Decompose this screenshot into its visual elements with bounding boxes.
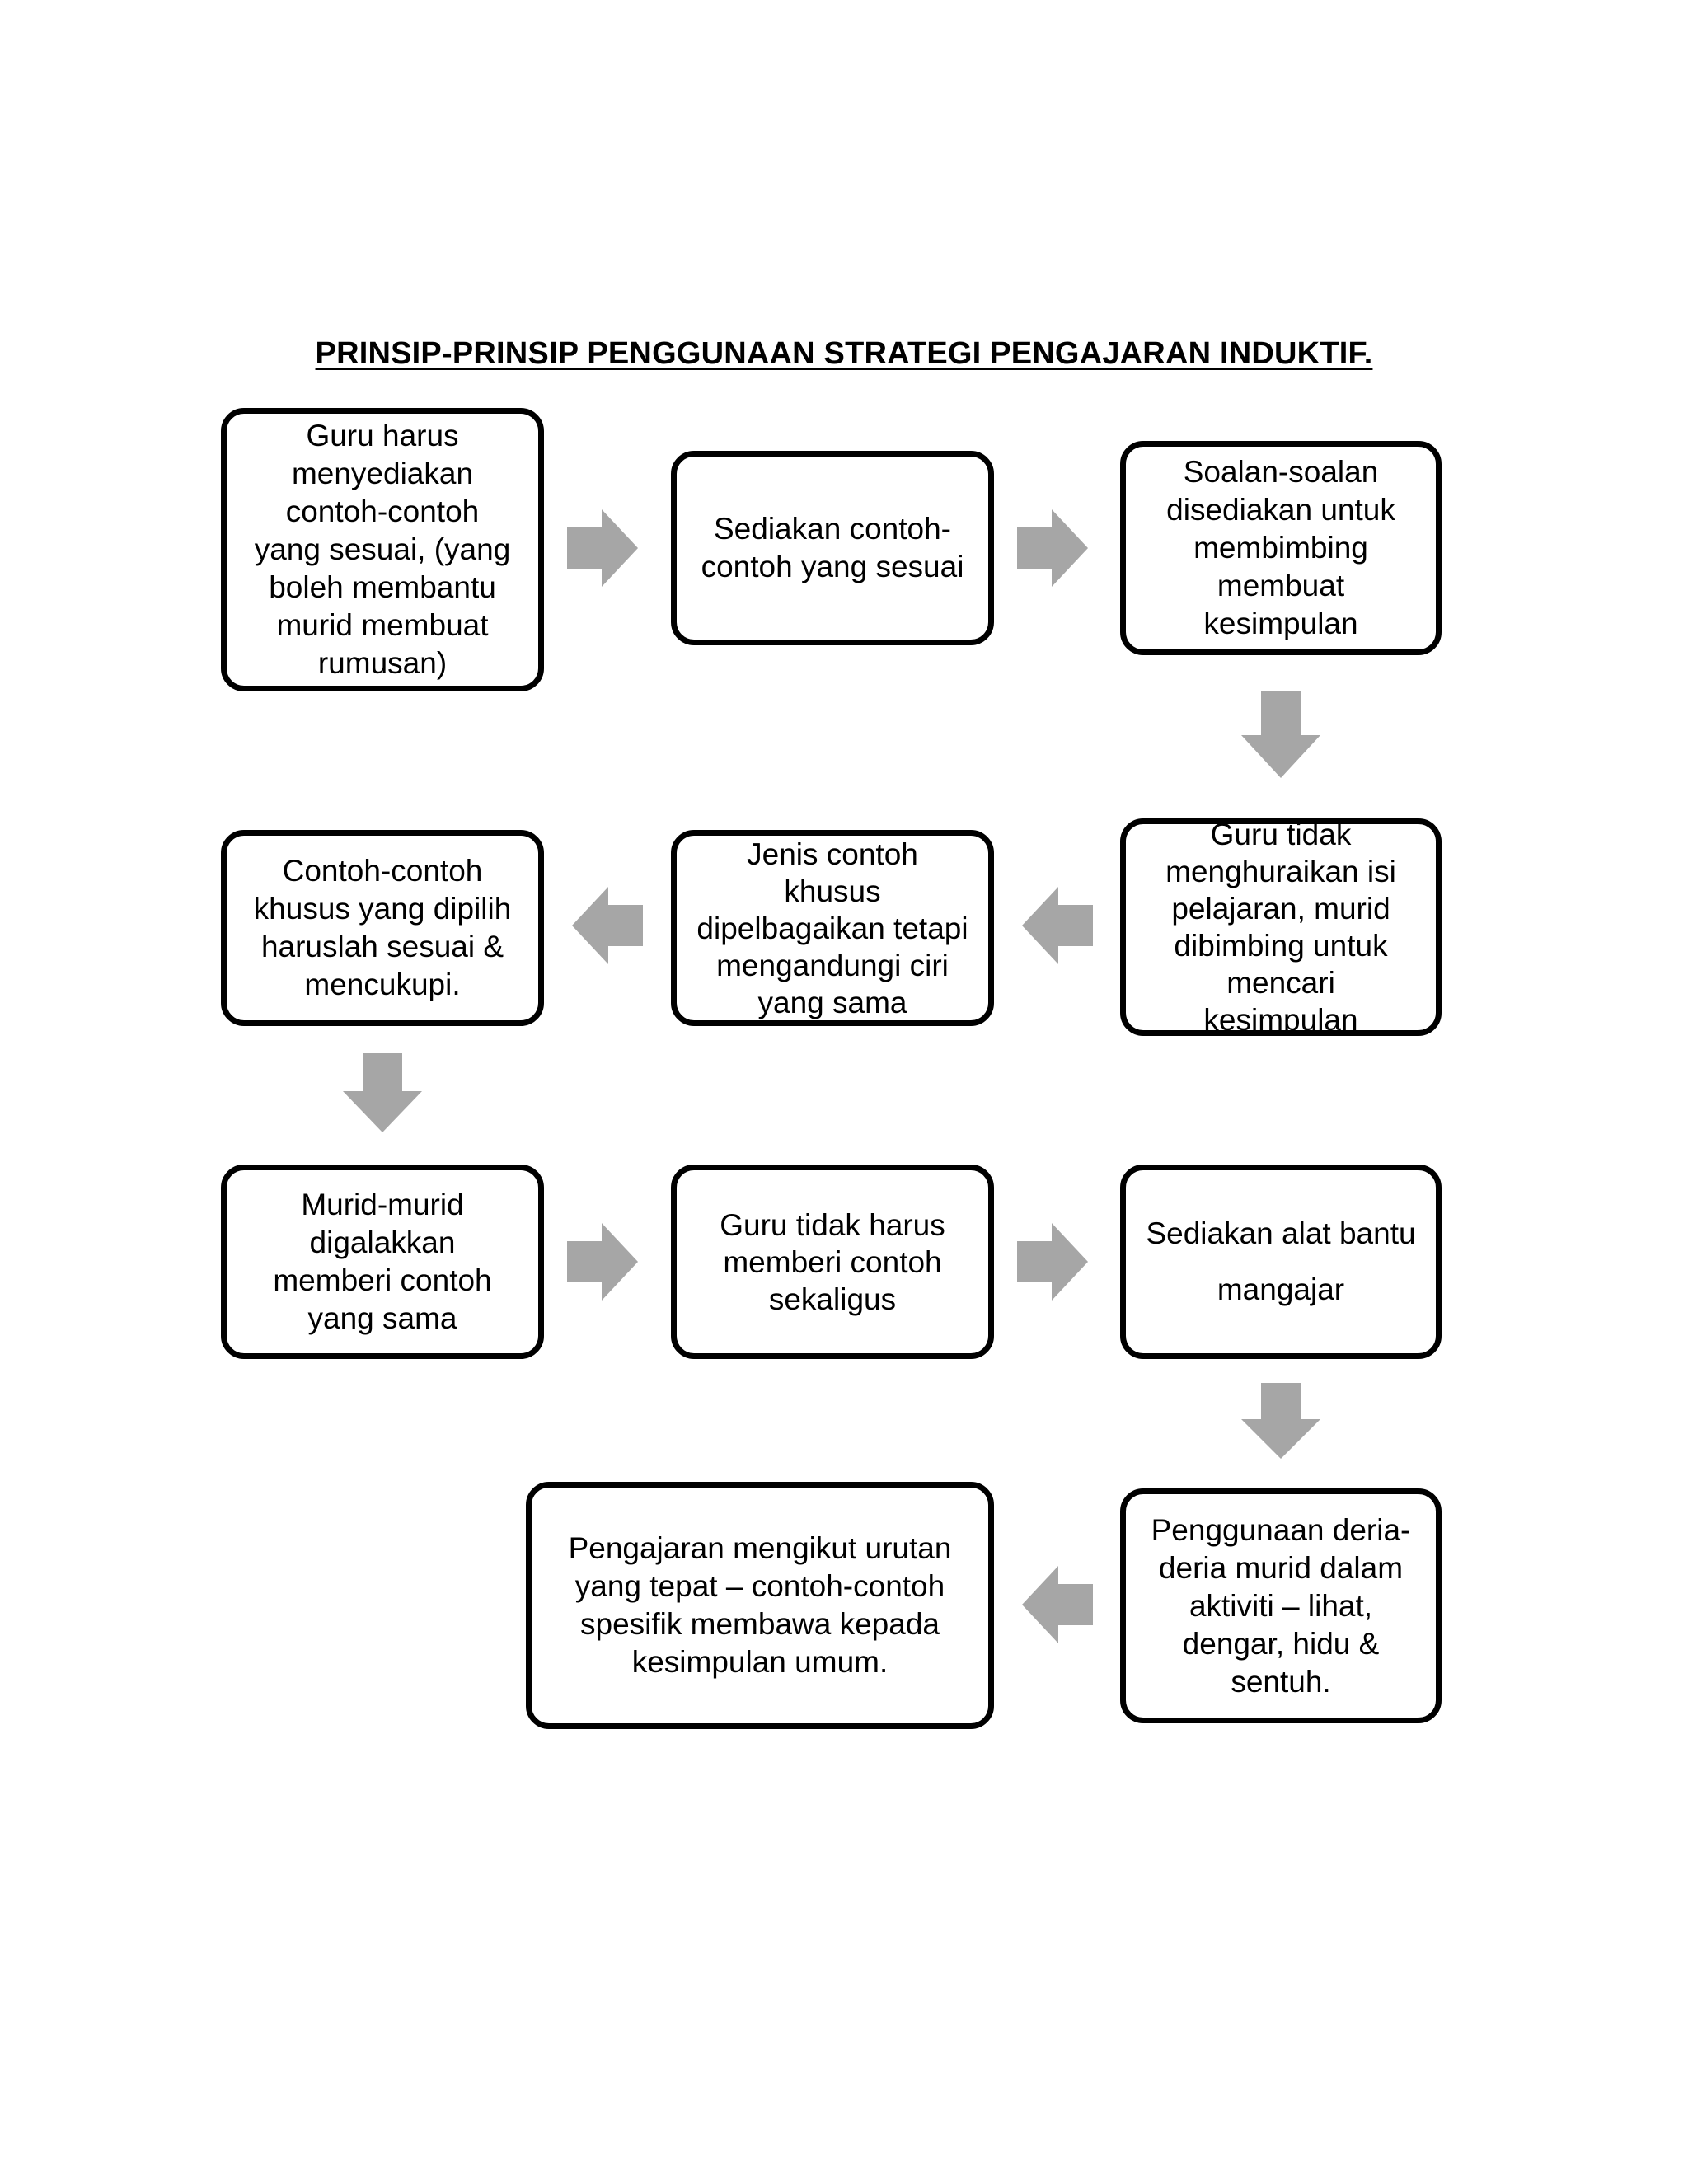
flow-box-3: Soalan-soalan disediakan untuk membimbin… xyxy=(1120,441,1442,655)
flow-box-1-text: Guru harus menyediakan contoh-contoh yan… xyxy=(254,419,511,680)
arrow-right-icon xyxy=(567,509,638,587)
arrow-right-icon xyxy=(567,1223,638,1301)
flow-box-4: Guru tidak menghuraikan isi pelajaran, m… xyxy=(1120,818,1442,1036)
flow-box-1: Guru harus menyediakan contoh-contoh yan… xyxy=(221,408,544,691)
flow-box-11: Pengajaran mengikut urutan yang tepat – … xyxy=(526,1482,994,1729)
flow-box-5: Jenis contoh khusus dipelbagaikan tetapi… xyxy=(671,830,994,1026)
flow-box-8-text: Guru tidak harus memberi contoh sekaligu… xyxy=(720,1207,945,1316)
arrow-right-icon xyxy=(1017,1223,1088,1301)
flow-box-9: Sediakan alat bantu mangajar xyxy=(1120,1165,1442,1359)
arrow-left-icon xyxy=(572,887,643,964)
flow-box-5-text: Jenis contoh khusus dipelbagaikan tetapi… xyxy=(696,837,968,1019)
flow-box-6: Contoh-contoh khusus yang dipilih harusl… xyxy=(221,830,544,1026)
flow-box-7-text: Murid-murid digalakkan memberi contoh ya… xyxy=(273,1188,492,1335)
flow-box-11-text: Pengajaran mengikut urutan yang tepat – … xyxy=(568,1531,952,1679)
arrow-left-icon xyxy=(1022,887,1093,964)
flow-box-9-text: Sediakan alat bantu mangajar xyxy=(1146,1216,1416,1306)
arrow-down-icon xyxy=(1241,1383,1320,1459)
flow-box-10-text: Penggunaan deria- deria murid dalam akti… xyxy=(1151,1512,1411,1699)
flow-box-6-text: Contoh-contoh khusus yang dipilih harusl… xyxy=(253,854,512,1001)
flow-box-4-text: Guru tidak menghuraikan isi pelajaran, m… xyxy=(1165,818,1396,1036)
arrow-left-icon xyxy=(1022,1566,1093,1643)
flow-box-7: Murid-murid digalakkan memberi contoh ya… xyxy=(221,1165,544,1359)
arrow-down-icon xyxy=(1241,691,1320,778)
arrow-right-icon xyxy=(1017,509,1088,587)
flow-box-2: Sediakan contoh- contoh yang sesuai xyxy=(671,451,994,645)
diagram-title: PRINSIP-PRINSIP PENGGUNAAN STRATEGI PENG… xyxy=(315,336,1373,371)
arrow-down-icon xyxy=(343,1053,422,1132)
flow-box-8: Guru tidak harus memberi contoh sekaligu… xyxy=(671,1165,994,1359)
flow-box-3-text: Soalan-soalan disediakan untuk membimbin… xyxy=(1166,455,1395,640)
flow-box-10: Penggunaan deria- deria murid dalam akti… xyxy=(1120,1488,1442,1723)
flow-box-2-text: Sediakan contoh- contoh yang sesuai xyxy=(701,512,964,583)
